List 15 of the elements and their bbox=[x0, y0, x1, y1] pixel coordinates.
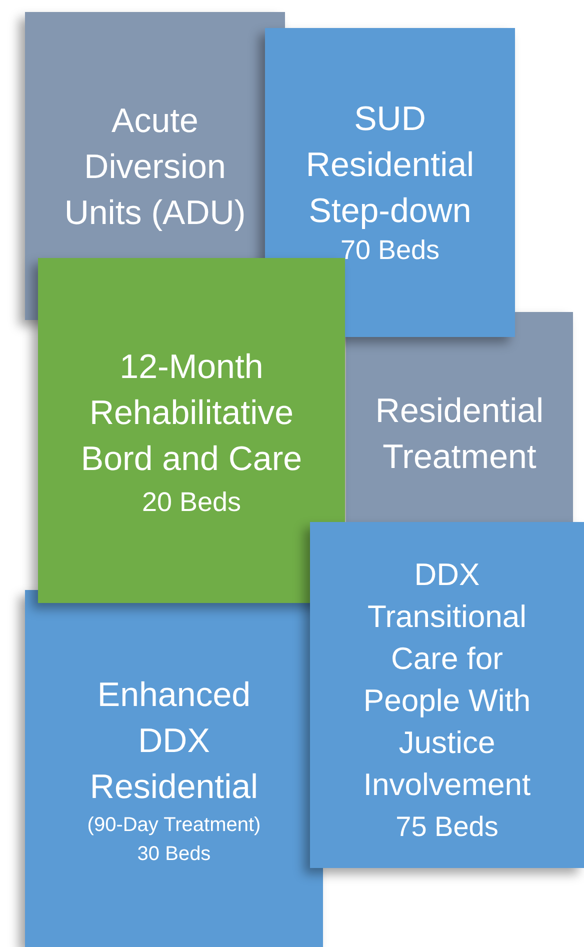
program-name: Acute Diversion Units (ADU) bbox=[63, 101, 247, 234]
program-tile bbox=[38, 258, 345, 603]
program-name: Enhanced DDX Residential bbox=[88, 675, 260, 808]
program-name: Residential Treatment bbox=[374, 391, 545, 478]
program-detail: (90-Day Treatment) bbox=[87, 813, 261, 838]
program-name: 12-Month Rehabilitative Bord and Care bbox=[80, 347, 304, 480]
program-detail: 70 Beds bbox=[340, 234, 440, 266]
program-detail: 75 Beds bbox=[396, 810, 498, 844]
program-name: SUD Residential Step-down bbox=[304, 99, 476, 232]
program-tile bbox=[310, 522, 584, 868]
program-detail: 30 Beds bbox=[137, 842, 211, 867]
program-name: DDX Transitional Care for People With Justice Involvement bbox=[362, 556, 532, 804]
program-tile bbox=[346, 312, 573, 522]
program-tile bbox=[265, 28, 515, 337]
program-detail: 20 Beds bbox=[142, 486, 242, 519]
